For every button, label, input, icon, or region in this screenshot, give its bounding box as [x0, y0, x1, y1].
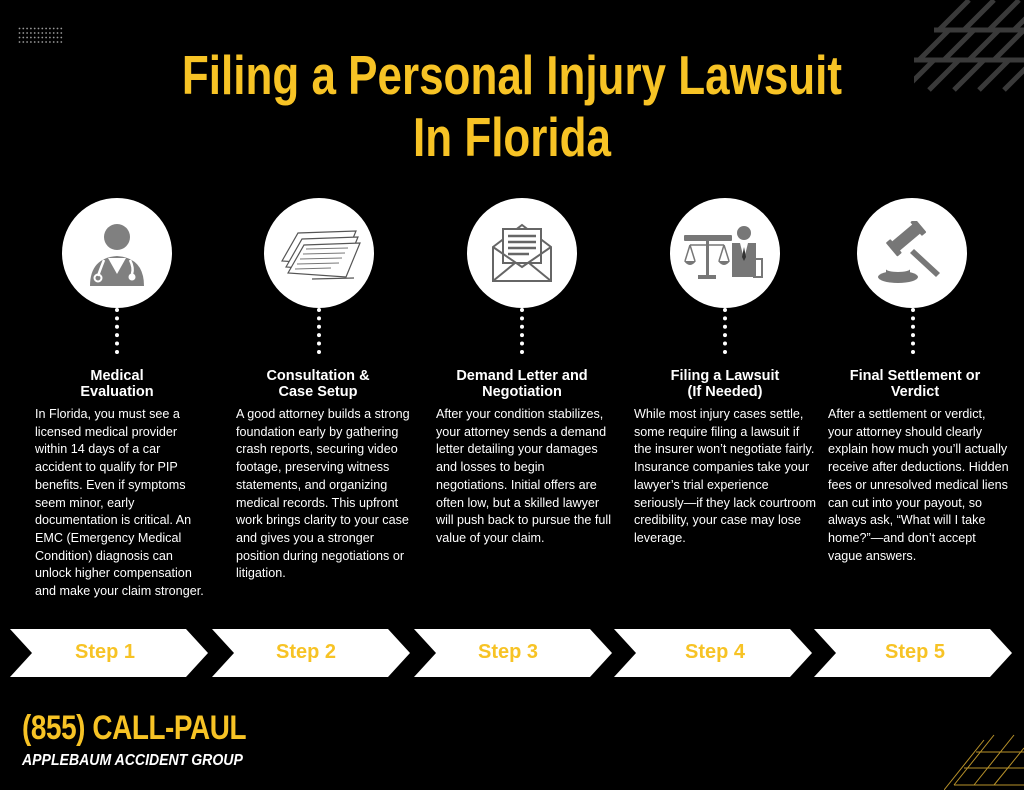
step-3-title: Demand Letter and Negotiation: [456, 368, 588, 400]
grid-dot: [37, 41, 40, 43]
step-2-title: Consultation & Case Setup: [266, 368, 370, 400]
envelope-letter-icon: [492, 223, 552, 282]
grid-dot: [37, 27, 40, 30]
grid-dot: [52, 32, 55, 34]
step-3-description: After your condition stabilizes, your at…: [436, 407, 612, 545]
grid-dot: [30, 36, 32, 39]
grid-dot: [60, 32, 63, 34]
step-3-connector: [520, 308, 524, 354]
grid-dot: [60, 27, 63, 30]
step-arrows: [10, 629, 1012, 677]
grid-dot: [30, 32, 32, 34]
grid-dot: [33, 41, 36, 43]
grid-dot: [18, 41, 21, 43]
grid-dot: [56, 41, 59, 43]
grid-dot: [45, 41, 47, 43]
gavel-icon: [878, 221, 940, 283]
grid-dot: [33, 27, 36, 30]
step-5-connector: [911, 308, 915, 354]
corner-lines-decoration: [944, 734, 1024, 790]
documents-icon: [281, 230, 361, 280]
step-1-description: In Florida, you must see a licensed medi…: [35, 407, 204, 599]
doctor-icon: [90, 224, 144, 286]
grid-dot: [56, 36, 59, 39]
step-5-label: Step 5: [884, 641, 946, 663]
step-2-connector: [317, 308, 321, 354]
step-5-arrow: [814, 629, 1012, 677]
grid-dot: [37, 36, 40, 39]
grid-dot: [30, 41, 32, 43]
grid-dot: [49, 41, 51, 43]
step-5-icon-circle: [857, 198, 967, 308]
dot-grid-decoration: [18, 27, 63, 43]
grid-dot: [22, 27, 25, 30]
grid-dot: [45, 36, 47, 39]
step-4-description: While most injury cases settle, some req…: [634, 407, 816, 545]
step-2-label: Step 2: [275, 641, 337, 663]
title-line-2: In Florida: [413, 106, 611, 168]
grid-dot: [52, 41, 55, 43]
grid-dot: [22, 36, 25, 39]
phone-number: (855) CALL-PAUL: [22, 709, 247, 747]
grid-dot: [45, 27, 47, 30]
corner-grid-decoration: [914, 0, 1024, 92]
grid-dot: [37, 32, 40, 34]
grid-dot: [33, 32, 36, 34]
grid-dot: [41, 32, 44, 34]
step-1-arrow: [10, 629, 208, 677]
title-line-1: Filing a Personal Injury Lawsuit: [181, 44, 843, 106]
step-1-icon-circle: [62, 198, 172, 308]
grid-dot: [52, 36, 55, 39]
grid-dot: [41, 41, 44, 43]
grid-dot: [49, 32, 51, 34]
grid-dot: [56, 32, 59, 34]
grid-dot: [18, 36, 21, 39]
grid-dot: [26, 41, 28, 43]
step-2-description: A good attorney builds a strong foundati…: [236, 407, 410, 581]
step-4-connector: [723, 308, 727, 354]
lawyer-scales-icon: [684, 226, 763, 279]
step-4-icon-circle: [670, 198, 780, 308]
step-3-arrow: [414, 629, 612, 677]
step-3-label: Step 3: [477, 641, 539, 663]
grid-dot: [26, 32, 28, 34]
grid-dot: [22, 41, 25, 43]
grid-dot: [30, 27, 32, 30]
grid-dot: [22, 32, 25, 34]
grid-dot: [45, 32, 47, 34]
grid-dot: [41, 27, 44, 30]
grid-dot: [60, 41, 63, 43]
grid-dot: [26, 27, 28, 30]
page-title: Filing a Personal Injury Lawsuit In Flor…: [102, 44, 921, 168]
grid-dot: [18, 27, 21, 30]
grid-dot: [56, 27, 59, 30]
grid-dot: [41, 36, 44, 39]
step-1-connector: [115, 308, 119, 354]
grid-dot: [49, 27, 51, 30]
step-2-arrow: [212, 629, 410, 677]
step-5-description: After a settlement or verdict, your atto…: [828, 407, 1009, 563]
step-2-icon-circle: [264, 198, 374, 308]
grid-dot: [49, 36, 51, 39]
grid-dot: [52, 27, 55, 30]
step-4-title: Filing a Lawsuit (If Needed): [670, 368, 780, 400]
step-4-arrow: [614, 629, 812, 677]
grid-dot: [60, 36, 63, 39]
step-3-icon-circle: [467, 198, 577, 308]
step-1-label: Step 1: [74, 641, 136, 663]
grid-dot: [33, 36, 36, 39]
firm-name: APPLEBAUM ACCIDENT GROUP: [22, 752, 243, 769]
grid-dot: [18, 32, 21, 34]
step-4-label: Step 4: [684, 641, 746, 663]
step-5-title: Final Settlement or Verdict: [849, 368, 981, 400]
step-1-title: Medical Evaluation: [80, 368, 154, 400]
grid-dot: [26, 36, 28, 39]
